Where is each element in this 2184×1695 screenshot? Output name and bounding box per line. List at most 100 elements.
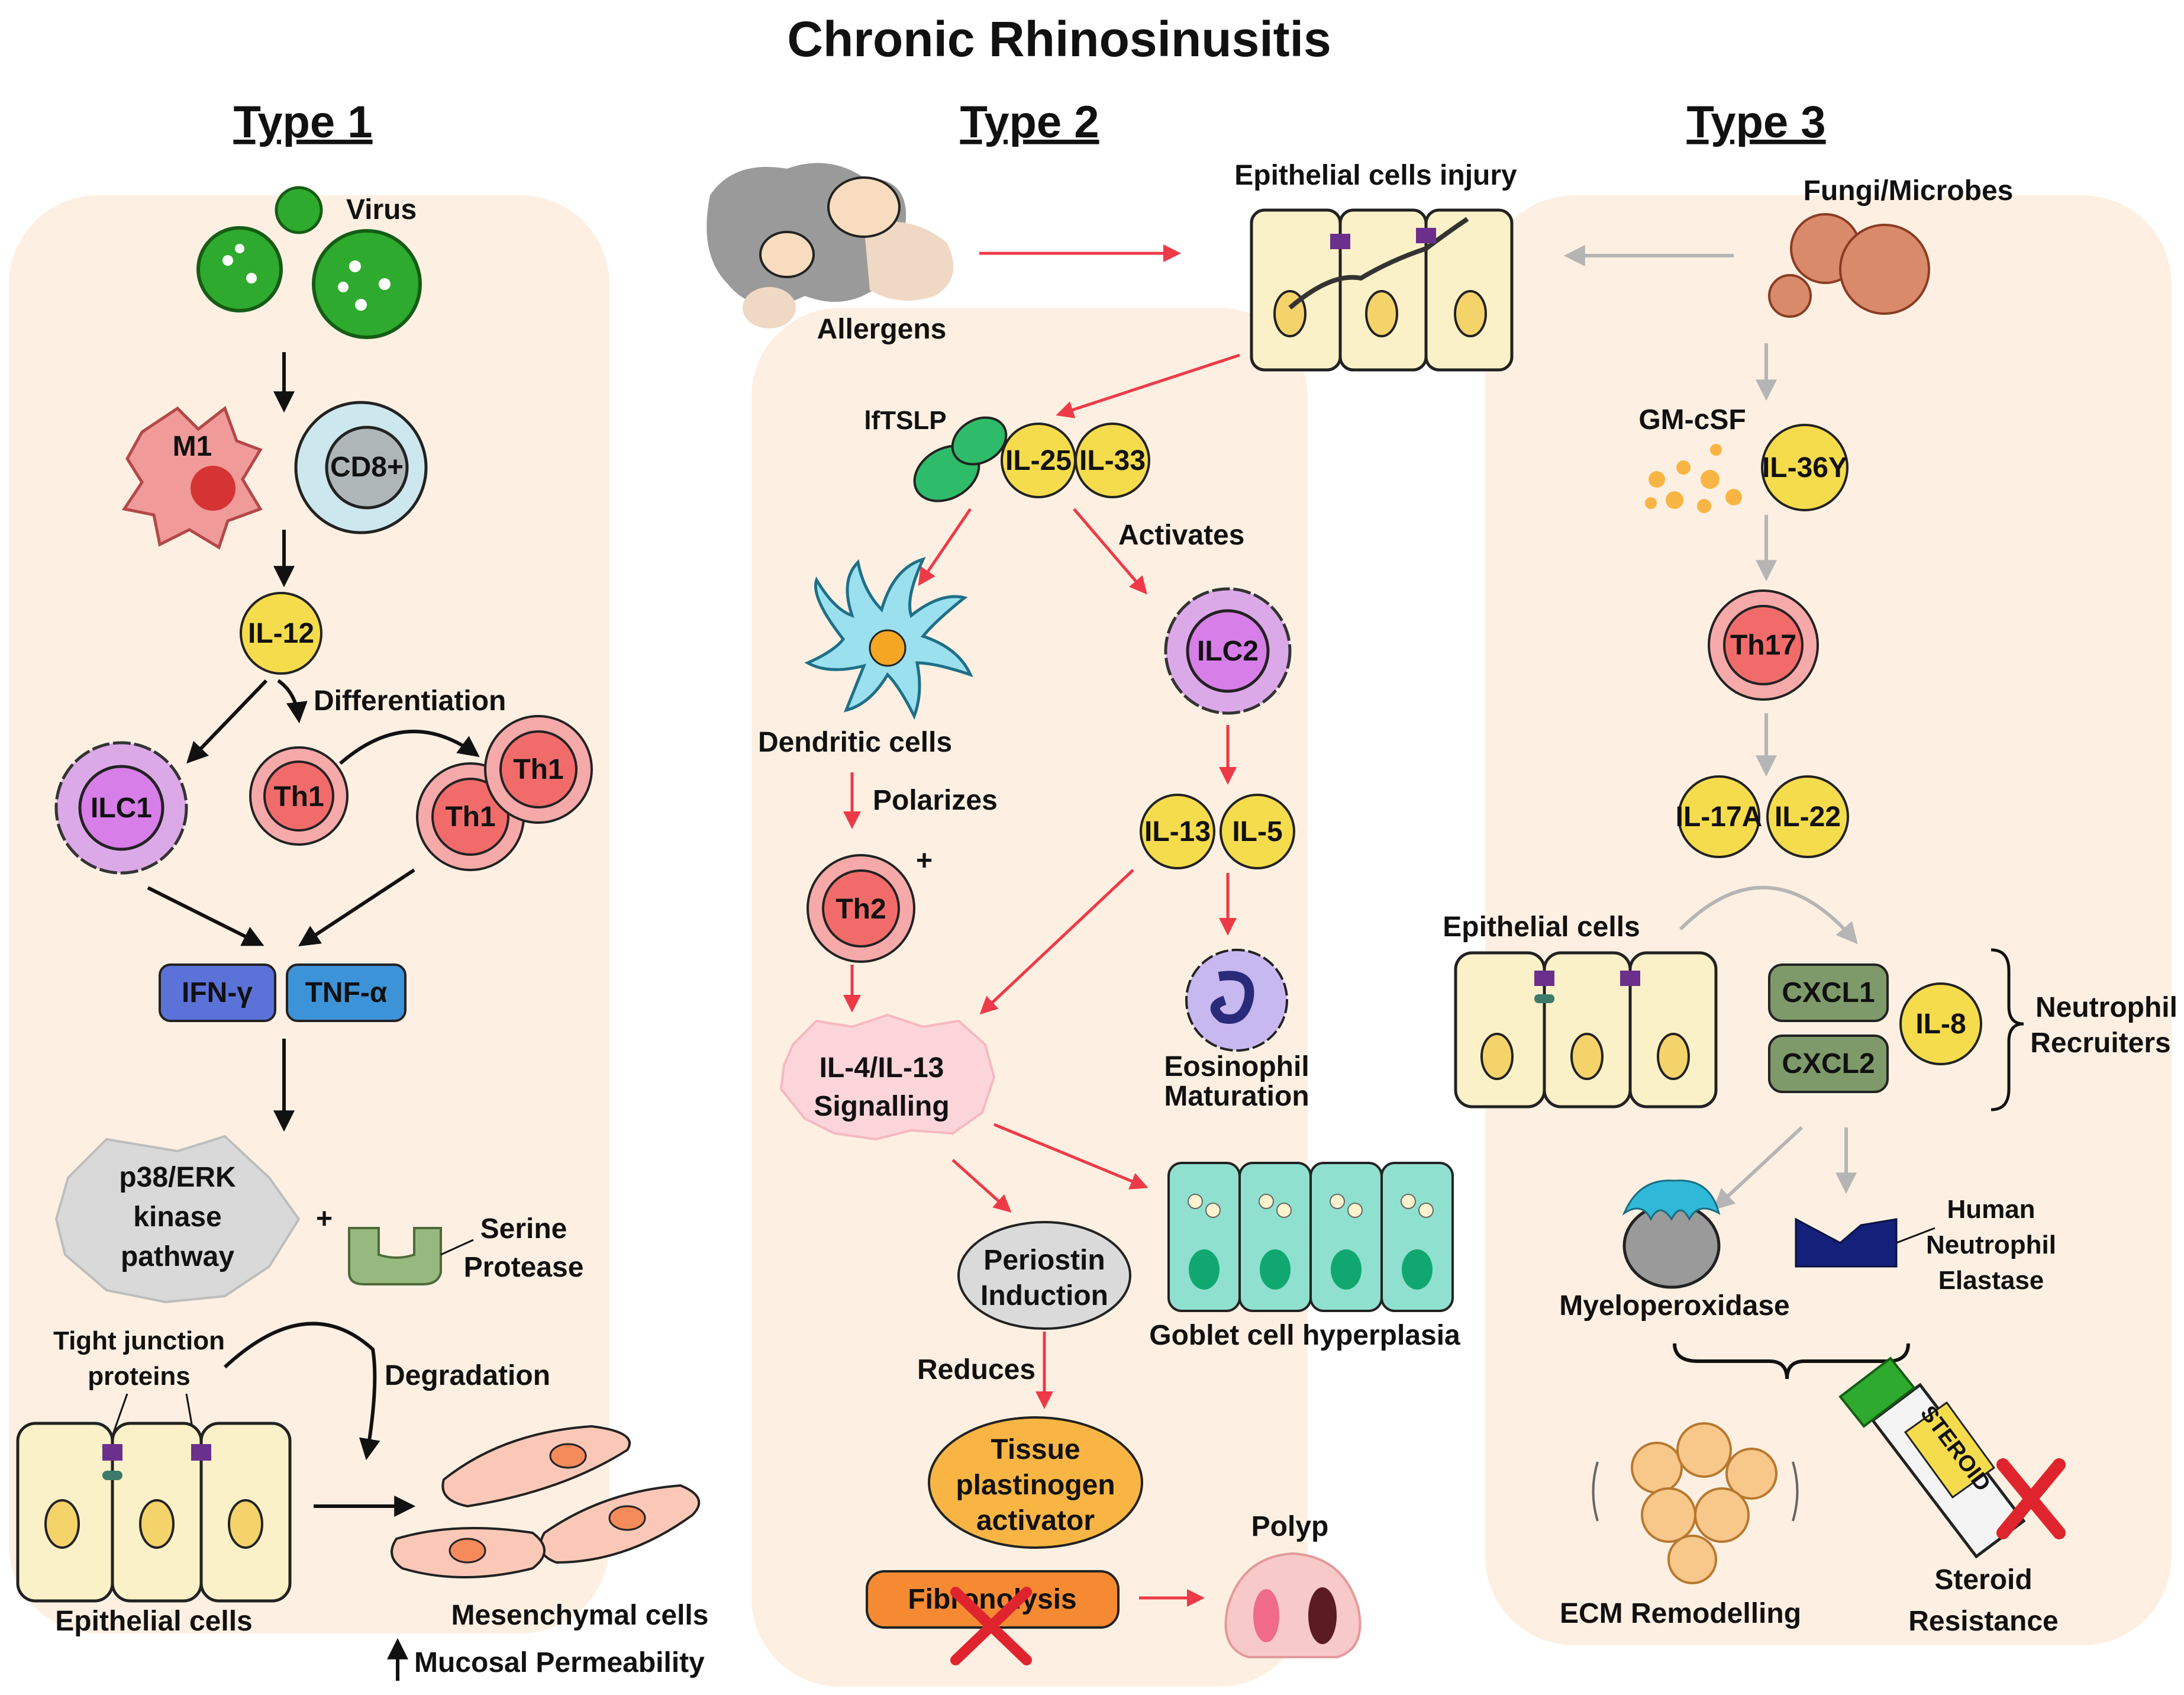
dendritic-cell-icon: [804, 557, 973, 720]
th2-cell-icon: [807, 854, 915, 963]
type1-panel: [9, 195, 609, 1633]
il36-cytokine: [1761, 424, 1849, 511]
arrow-epi-cxcl: [1679, 885, 1858, 945]
cxcl2-box: [1768, 1035, 1889, 1093]
serine-pointer: [440, 1239, 474, 1256]
arrow-il33-ilc2: [1073, 508, 1147, 595]
fibrinolysis-label: Fibronolysis: [908, 1584, 1076, 1615]
tnf-alpha-box: [286, 963, 407, 1022]
outcomes-brace: [1673, 1343, 1910, 1380]
th2-plus: +: [916, 845, 933, 876]
il5-label: IL-5: [1232, 816, 1282, 848]
tight-junction-label-line1: Tight junction: [53, 1326, 225, 1355]
cd8-cell-icon: [294, 401, 428, 534]
th1-cell-icon: [249, 746, 349, 846]
type1-plus: +: [316, 1203, 333, 1235]
il17a-label: IL-17A: [1676, 801, 1763, 833]
recruiters-brace: [1991, 948, 2024, 1111]
diagram-title: Chronic Rhinosinusitis: [787, 11, 1331, 67]
injury-label: Epithelial cells injury: [1234, 160, 1517, 191]
arrow-signal-periostin: [951, 1159, 1012, 1213]
periostin-label-line2: Induction: [980, 1280, 1108, 1311]
gmcsf-label: GM-cSF: [1638, 404, 1746, 436]
type1-epithelial-label: Epithelial cells: [55, 1606, 252, 1637]
cxcl1-box: [1768, 963, 1889, 1022]
hne-label-line2: Neutrophil: [1926, 1230, 2056, 1259]
il33-label: IL-33: [1079, 445, 1146, 476]
arrow-il12-ilc1: [186, 679, 268, 764]
arrow-th1-tnf: [298, 868, 415, 946]
tpa-label-line1: Tissue: [991, 1434, 1080, 1465]
type3-epithelial-label: Epithelial cells: [1443, 911, 1640, 943]
periostin-shape: [957, 1221, 1131, 1330]
degradation-label: Degradation: [385, 1360, 550, 1391]
tpa-label-line3: activator: [976, 1505, 1095, 1536]
myeloperoxidase-icon: [1622, 1180, 1721, 1289]
il8-cytokine: [1899, 982, 1982, 1065]
il17a-cytokine: [1677, 775, 1760, 858]
th2-label: Th2: [835, 894, 886, 925]
injured-epithelium-icon: [1250, 208, 1514, 372]
fungi-microbes-icon: [1768, 213, 1930, 318]
allergens-label: Allergens: [817, 314, 947, 345]
tnf-alpha-label: TNF-α: [305, 977, 388, 1008]
il22-label: IL-22: [1775, 801, 1841, 833]
ifn-gamma-box: [159, 963, 276, 1022]
goblet-cells-icon: [1167, 1162, 1454, 1312]
th17-cell-icon: [1708, 589, 1819, 701]
virus-label: Virus: [346, 194, 417, 225]
type1-epithelial-cells-icon: [16, 1422, 292, 1603]
mpo-label: Myeloperoxidase: [1559, 1290, 1789, 1322]
il12-cytokine: [240, 592, 322, 675]
th1-pair-icon: [416, 715, 593, 871]
hne-pointer: [1896, 1227, 1935, 1244]
blocked-cross-icon: [950, 1587, 1032, 1665]
eos-label-line1: Eosinophil: [1164, 1051, 1309, 1082]
il25-label: IL-25: [1005, 445, 1072, 476]
eos-label-line2: Maturation: [1164, 1081, 1309, 1112]
il4-il13-signalling-shape: [779, 1013, 996, 1141]
virus-icon: [196, 186, 422, 339]
differentiation-label: Differentiation: [314, 685, 506, 717]
arrow-ilc1-ifn: [147, 886, 264, 946]
polyp-label: Polyp: [1251, 1511, 1329, 1542]
tslp-label: lfTSLP: [864, 406, 946, 435]
arrow-signal-goblet: [993, 1123, 1149, 1190]
fungi-label: Fungi/Microbes: [1804, 175, 2014, 207]
il8-label: IL-8: [1915, 1008, 1966, 1040]
arrow-cxcl-mpo: [1712, 1126, 1804, 1210]
serine-protease-icon: [348, 1227, 442, 1285]
il33-cytokine: [1075, 423, 1150, 498]
activates-label: Activates: [1118, 520, 1244, 551]
recruiters-label-line1: Neutrophil: [2035, 992, 2177, 1023]
arrow-il13-signal: [979, 869, 1134, 1015]
ecm-label: ECM Remodelling: [1560, 1598, 1801, 1629]
il36-label: IL-36Y: [1762, 452, 1847, 484]
ifn-gamma-label: IFN-γ: [182, 977, 253, 1008]
polarizes-label: Polarizes: [873, 785, 998, 816]
il13-cytokine: [1140, 794, 1215, 869]
serine-label-line2: Protease: [464, 1252, 584, 1283]
reduces-label: Reduces: [917, 1354, 1035, 1385]
il12-label: IL-12: [248, 618, 314, 649]
cd8-label: CD8+: [330, 452, 404, 483]
signal-label-line2: Signalling: [814, 1091, 949, 1122]
ilc1-cell-icon: [54, 741, 188, 875]
type2-header: Type 2: [960, 97, 1099, 147]
recruiters-label-line2: Recruiters: [2030, 1027, 2170, 1059]
type3-epithelial-cells-icon: [1454, 951, 1718, 1108]
type3-header: Type 3: [1686, 97, 1825, 147]
p38-erk-kinase-shape: [54, 1135, 301, 1304]
steroid-label-line1: Steroid: [1934, 1564, 2032, 1596]
th17-label: Th17: [1730, 630, 1796, 661]
m1-macrophage-icon: [121, 405, 263, 550]
tight-junction-label-line2: proteins: [88, 1362, 191, 1391]
type1-header: Type 1: [233, 97, 372, 147]
arrow-degradation: [223, 1322, 380, 1461]
cxcl1-label: CXCL1: [1782, 977, 1875, 1008]
ilc2-label: ILC2: [1197, 636, 1259, 667]
allergens-icon: [707, 163, 954, 328]
goblet-label: Goblet cell hyperplasia: [1149, 1320, 1460, 1351]
